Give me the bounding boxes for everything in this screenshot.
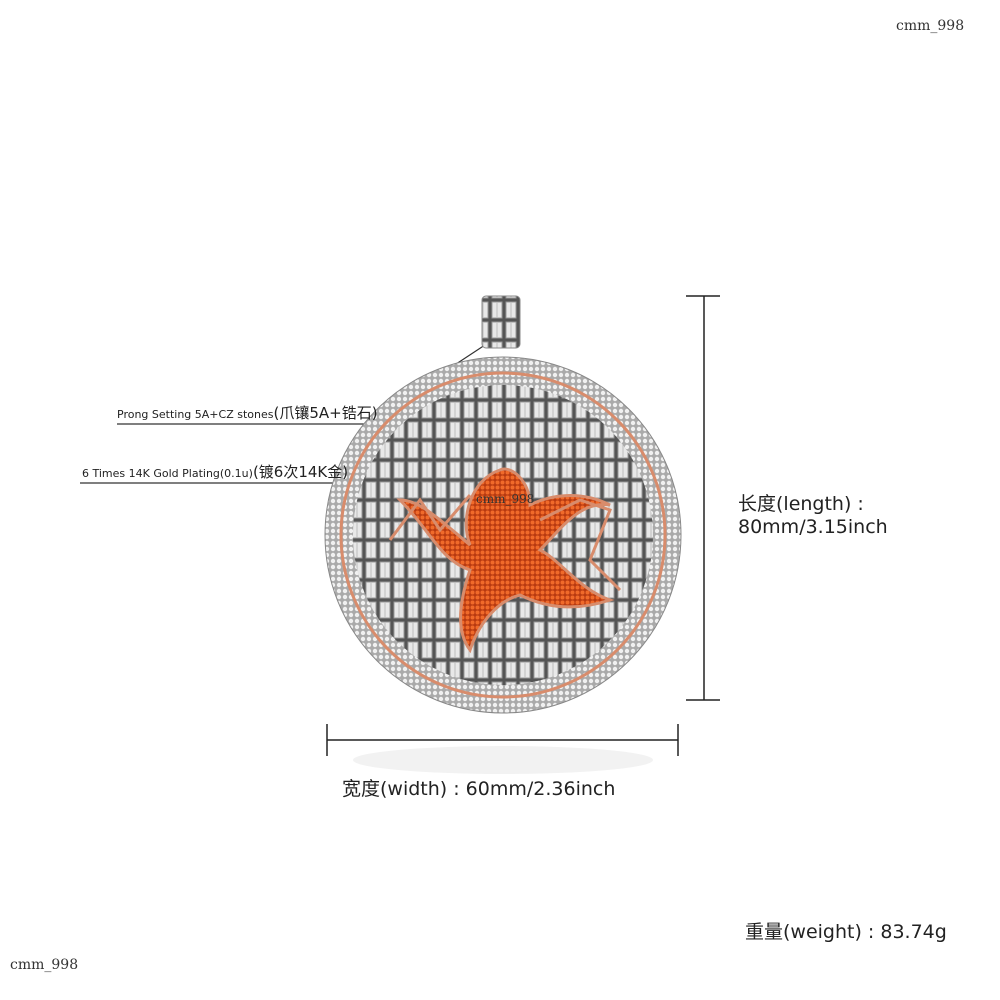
watermark-center: cmm_998 [476,492,535,506]
shuriken-motif [396,467,615,654]
callout-gold-plating: 6 Times 14K Gold Plating(0.1u)(镀6次14K金) [82,461,348,482]
callout-cn: (爪镶5A+锆石) [273,404,378,422]
callout-prong-setting: Prong Setting 5A+CZ stones(爪镶5A+锆石) [117,402,378,423]
callout-en: 6 Times 14K Gold Plating(0.1u) [82,467,253,480]
watermark-bottom: cmm_998 [10,957,79,973]
weight-label: 重量(weight) : 83.74g [745,921,947,943]
length-value: 80mm/3.15inch [738,516,888,538]
callout-en: Prong Setting 5A+CZ stones [117,408,274,421]
width-dimension-line [326,724,679,756]
width-label: 宽度(width) : 60mm/2.36inch [342,778,616,800]
callout-cn: (镀6次14K金) [252,463,349,481]
length-label: 长度(length) : [738,493,864,515]
watermark-top: cmm_998 [896,18,965,34]
length-dimension-line [686,295,720,701]
bail [481,295,521,349]
